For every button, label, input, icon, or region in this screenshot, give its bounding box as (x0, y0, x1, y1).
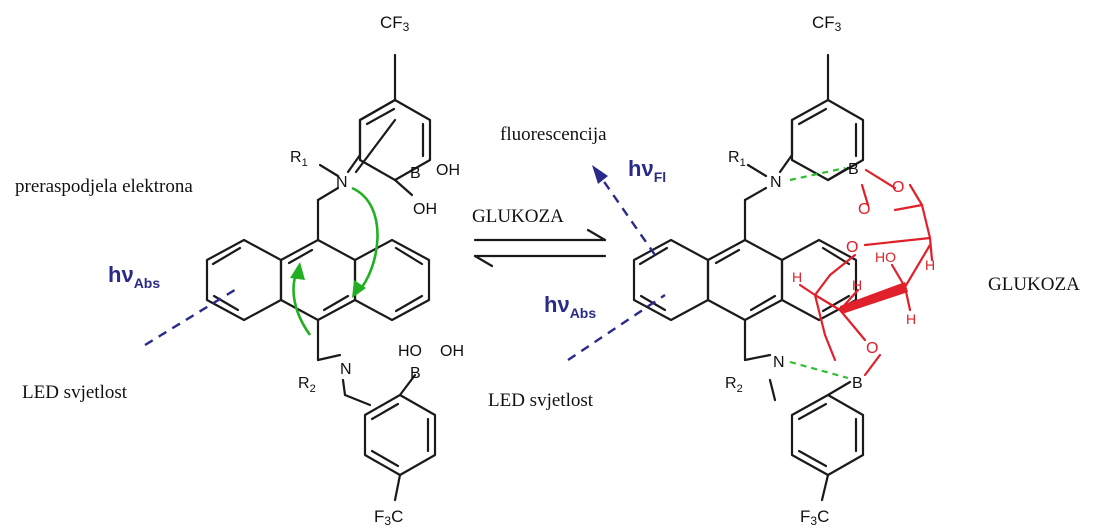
label-glucose-right: GLUKOZA (988, 274, 1080, 295)
glucose-o-3: O (846, 239, 858, 256)
atom-oh-lower-left: OH (440, 343, 464, 360)
glucose-o-2: O (858, 201, 870, 218)
atom-n-upper-right: N (770, 174, 782, 191)
anthracene-core-right (632, 238, 858, 322)
atom-n-upper-left: N (336, 174, 348, 191)
photon-abs-left: hνAbs (108, 262, 160, 291)
atom-b-upper-right: B (848, 161, 859, 178)
glucose-o-1: O (892, 179, 904, 196)
absorption-beam-left (144, 286, 239, 347)
atom-oh-upper-left-1: OH (436, 162, 460, 179)
glucose-skeleton (798, 168, 934, 377)
absorption-beam-right (567, 294, 666, 361)
curly-arrow-upper (351, 186, 379, 293)
upper-arm-right (743, 53, 865, 242)
atom-cf3-right: CF3 (812, 13, 842, 34)
arrowhead-upper (352, 280, 366, 298)
atom-n-lower-left: N (340, 361, 352, 378)
photon-fl: hνFl (628, 156, 666, 185)
curly-arrow-lower (292, 269, 312, 336)
glucose-o-4: O (866, 340, 878, 357)
label-equilibrium-glucose: GLUKOZA (472, 206, 564, 227)
anthracene-core-left (205, 238, 431, 322)
fluorescence-arrowhead (592, 165, 608, 184)
free-sensor-molecule (205, 53, 437, 502)
glucose-h-4: H (906, 311, 916, 327)
atom-cf3-left: CF3 (380, 13, 410, 34)
atom-n-lower-right: N (773, 354, 785, 371)
lower-arm-left (316, 318, 437, 502)
label-led-light-right: LED svjetlost (488, 390, 594, 411)
atom-r2-right: R2 (725, 375, 743, 395)
glucose-atoms: O O O HO H H H H O (792, 179, 935, 357)
atom-b-lower-right: B (852, 375, 863, 392)
atom-f3c-right: F3C (800, 507, 829, 528)
fluorescence-beam (597, 172, 656, 256)
atom-r1-left: R1 (290, 149, 308, 169)
label-fluorescence: fluorescencija (500, 124, 607, 145)
atom-f3c-left: F3C (374, 507, 403, 528)
atom-oh-upper-left-2: OH (413, 201, 437, 218)
equilibrium-arrows (473, 228, 607, 268)
upper-arm-left (316, 53, 432, 242)
arrowhead-lower (290, 262, 305, 280)
wedge-bond (840, 282, 908, 314)
hydrogen-bond-lower (789, 360, 849, 380)
label-electron-redistribution: preraspodjela elektrona (15, 176, 193, 197)
atom-ho-lower-left: HO (398, 343, 422, 360)
atom-b-upper-left: B (410, 165, 421, 182)
lower-arm-right (743, 318, 865, 502)
atom-r1-right: R1 (728, 149, 746, 169)
glucose-h-2: H (792, 269, 802, 285)
glucose-h-1: H (925, 257, 935, 273)
electron-redistribution-arrows (290, 186, 379, 336)
atom-b-lower-left: B (410, 365, 421, 382)
atom-r2-left: R2 (298, 375, 316, 395)
photon-abs-right: hνAbs (544, 292, 596, 321)
glucose-h-3: H (852, 277, 862, 293)
hydrogen-bond-upper (789, 166, 846, 182)
glucose-ho: HO (875, 249, 896, 265)
glucose-complex-molecule (632, 53, 865, 502)
label-led-light-left: LED svjetlost (22, 382, 128, 403)
